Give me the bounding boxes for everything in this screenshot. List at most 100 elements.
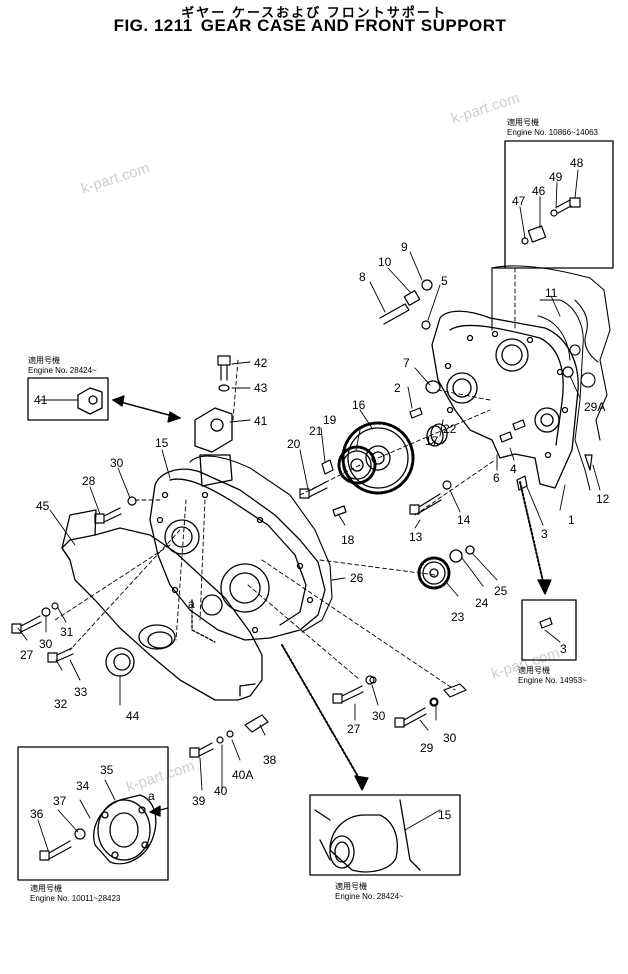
callout-label: 33	[74, 685, 88, 699]
explosion-lines	[54, 267, 516, 691]
callout-label: 5	[441, 274, 448, 288]
callout-label: 17	[425, 434, 439, 448]
callout-label: 30	[110, 456, 124, 470]
note-jp: 適用号機	[30, 884, 62, 893]
callout-label: 10	[378, 255, 392, 269]
inset-frame-left	[27, 377, 109, 421]
callout-label: 15	[155, 436, 169, 450]
callout-label: 3	[560, 642, 567, 656]
callout-label: 29A	[584, 400, 605, 414]
callout-label: 2	[394, 381, 401, 395]
callout-label: 34	[76, 779, 90, 793]
cam-gear	[341, 421, 415, 495]
callout-label: 48	[570, 156, 584, 170]
callout-labels: 1 2 3 3 4 5 6 7 8 9 10 11 12 13 14 15 15…	[20, 156, 610, 822]
callout-label: 32	[54, 697, 68, 711]
callout-label: 30	[443, 731, 457, 745]
note-bottom-left: 適用号機 Engine No. 10011~28423	[30, 884, 120, 904]
callout-label: 35	[100, 763, 114, 777]
oil-seal	[105, 647, 135, 677]
callout-label: 30	[39, 637, 53, 651]
callout-label: 29	[420, 741, 434, 755]
bracket-41	[194, 407, 233, 453]
callout-label: 12	[596, 492, 610, 506]
callout-label: 28	[82, 474, 96, 488]
note-text: Engine No. 28424~	[28, 366, 97, 375]
small-gear	[417, 545, 475, 590]
callout-label: 16	[352, 398, 366, 412]
note-right-mid: 適用号機 Engine No. 14953~	[518, 666, 587, 686]
callout-label: 40	[214, 784, 228, 798]
callout-label: 27	[20, 648, 34, 662]
callout-label: 38	[263, 753, 277, 767]
bolts	[11, 197, 593, 861]
detail-marker: a	[188, 597, 195, 611]
note-text: Engine No. 14953~	[518, 676, 587, 685]
note-jp: 適用号機	[518, 666, 550, 675]
hub-inset	[93, 794, 157, 865]
callout-label: 46	[532, 184, 546, 198]
note-top-right: 適用号機 Engine No. 10866~14063	[507, 118, 598, 138]
leader-lines	[17, 169, 601, 851]
detail-marker: a	[148, 789, 155, 803]
callout-label: 23	[451, 610, 465, 624]
callout-label: 49	[549, 170, 563, 184]
inset-frame-bottom-left	[17, 746, 169, 881]
inset-frame-top-right	[504, 140, 614, 269]
callout-label: 44	[126, 709, 140, 723]
note-text: Engine No. 28424~	[335, 892, 404, 901]
seal-housing-inset	[314, 799, 421, 873]
note-text: Engine No. 10866~14063	[507, 128, 598, 137]
callout-label: 36	[30, 807, 44, 821]
front-support	[61, 509, 263, 701]
callout-label: 21	[309, 424, 323, 438]
note-jp: 適用号機	[335, 882, 367, 891]
callout-label: 15	[438, 808, 452, 822]
callout-label: 8	[359, 270, 366, 284]
gear-case-gasket	[189, 455, 333, 633]
inset-frame-bottom-right	[309, 794, 461, 876]
callout-label: 41	[34, 393, 48, 407]
callout-label: 26	[350, 571, 364, 585]
callout-label: 19	[323, 413, 337, 427]
callout-label: 14	[457, 513, 471, 527]
callout-label: 43	[254, 381, 268, 395]
callout-label: 22	[443, 422, 457, 436]
fig-number: FIG. 1211	[113, 16, 193, 35]
arrows	[112, 395, 552, 817]
callout-label: 27	[347, 722, 361, 736]
gear-case-housing	[149, 454, 326, 643]
callout-label: 45	[36, 499, 50, 513]
callout-label: 47	[512, 194, 526, 208]
callout-label: 7	[403, 356, 410, 370]
callout-label: 42	[254, 356, 268, 370]
inset-frames	[17, 140, 614, 881]
title-japanese: ギヤー ケースおよび フロントサポート	[181, 5, 447, 20]
callout-label: 31	[60, 625, 74, 639]
bracket-inset	[77, 387, 103, 415]
callout-label: 4	[510, 462, 517, 476]
callout-label: 41	[254, 414, 268, 428]
bushing	[425, 380, 448, 447]
note-jp: 適用号機	[507, 118, 539, 127]
callout-label: 37	[53, 794, 67, 808]
callout-label: 30	[372, 709, 386, 723]
callout-label: 1	[568, 513, 575, 527]
note-jp: 適用号機	[28, 356, 60, 365]
callout-label: 13	[409, 530, 423, 544]
note-bottom-right: 適用号機 Engine No. 28424~	[335, 882, 404, 902]
callout-label: 24	[475, 596, 489, 610]
callout-label: 6	[493, 471, 500, 485]
callout-label: 40A	[232, 768, 253, 782]
callout-label: 11	[545, 286, 558, 300]
inset-frame-right	[521, 599, 577, 661]
callout-label: 18	[341, 533, 355, 547]
callout-label: 25	[494, 584, 508, 598]
note-text: Engine No. 10011~28423	[30, 894, 121, 903]
callout-label: 20	[287, 437, 301, 451]
note-left-mid: 適用号機 Engine No. 28424~	[28, 356, 97, 376]
callout-label: 9	[401, 240, 408, 254]
callout-label: 39	[192, 794, 206, 808]
